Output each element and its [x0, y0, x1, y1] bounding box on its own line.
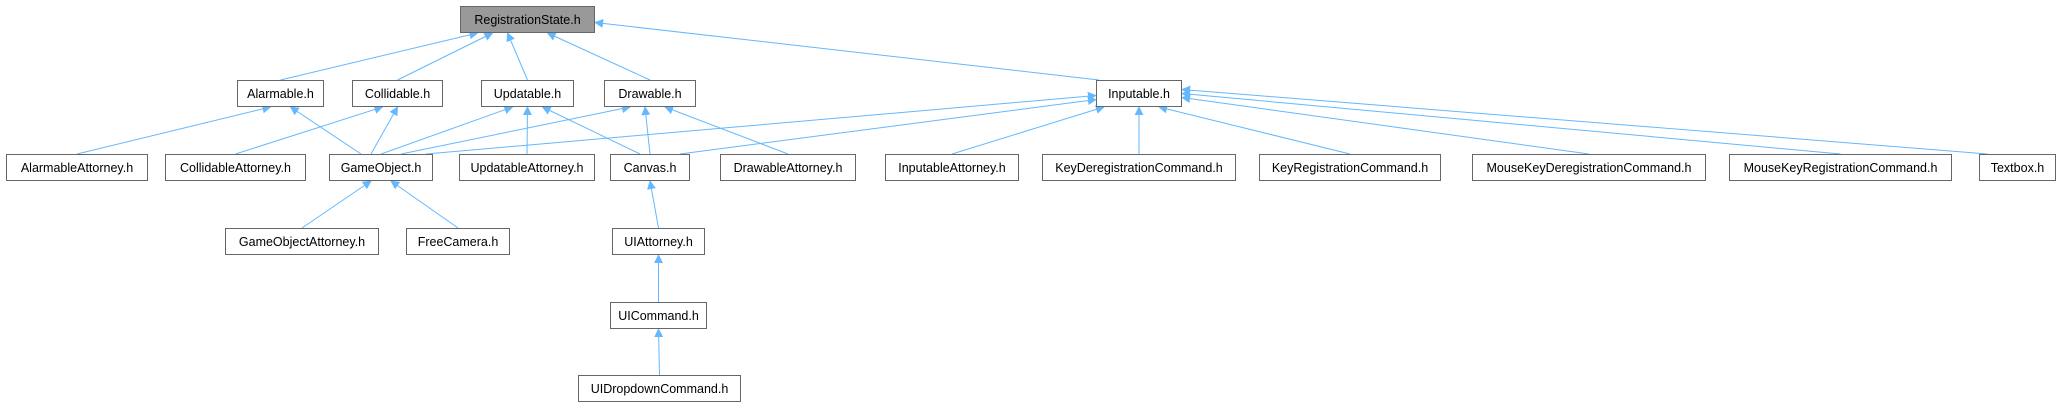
edge-alarmable-to-alarmattorney — [76, 104, 272, 155]
edge-updatable-to-gameobject — [380, 105, 514, 155]
node-drawable[interactable]: Drawable.h — [604, 80, 696, 107]
edge-inputable-to-textbox — [1181, 85, 1988, 155]
edge-gameobject-to-freecamera — [390, 180, 459, 229]
node-canvas[interactable]: Canvas.h — [610, 154, 690, 181]
node-alarmable-attorney[interactable]: AlarmableAttorney.h — [6, 154, 148, 181]
node-updatable[interactable]: Updatable.h — [481, 80, 574, 107]
edge-updatable-to-updattorney — [522, 106, 532, 155]
edge-root-to-drawable — [546, 32, 651, 81]
node-inputable-attorney[interactable]: InputableAttorney.h — [885, 154, 1019, 181]
node-mousekey-registration-command[interactable]: MouseKeyRegistrationCommand.h — [1729, 154, 1952, 181]
edge-root-to-collidable — [397, 32, 494, 81]
edge-inputable-to-canvas — [679, 96, 1097, 155]
node-gameobject[interactable]: GameObject.h — [329, 154, 433, 181]
node-mousekey-deregistration-command[interactable]: MouseKeyDeregistrationCommand.h — [1472, 154, 1706, 181]
node-free-camera[interactable]: FreeCamera.h — [406, 228, 510, 255]
node-ui-dropdown-command[interactable]: UIDropdownCommand.h — [578, 375, 741, 402]
node-key-deregistration-command[interactable]: KeyDeregistrationCommand.h — [1042, 154, 1236, 181]
node-alarmable[interactable]: Alarmable.h — [237, 80, 324, 107]
edge-drawable-to-drawattorney — [664, 105, 789, 155]
node-key-registration-command[interactable]: KeyRegistrationCommand.h — [1259, 154, 1441, 181]
edge-root-to-inputable — [594, 18, 1100, 81]
edge-alarmable-to-gameobject — [289, 106, 362, 155]
edge-drawable-to-canvas — [641, 106, 651, 155]
edge-root-to-alarmable — [280, 30, 479, 81]
node-collidable-attorney[interactable]: CollidableAttorney.h — [165, 154, 306, 181]
edge-collidable-to-collattorney — [235, 105, 384, 155]
edge-collidable-to-gameobject — [370, 106, 398, 155]
edge-inputable-to-mousereg — [1181, 89, 1841, 155]
node-updatable-attorney[interactable]: UpdatableAttorney.h — [459, 154, 595, 181]
edge-root-to-updatable — [506, 32, 528, 81]
node-drawable-attorney[interactable]: DrawableAttorney.h — [720, 154, 856, 181]
edge-canvas-to-uiattorney — [647, 180, 659, 229]
edge-updatable-to-canvas — [541, 106, 641, 155]
node-ui-attorney[interactable]: UIAttorney.h — [612, 228, 705, 255]
node-collidable[interactable]: Collidable.h — [352, 80, 443, 107]
edge-inputable-to-inputattorney — [951, 105, 1105, 155]
node-registration-state[interactable]: RegistrationState.h — [460, 6, 595, 33]
edge-inputable-to-mousedereg — [1181, 94, 1590, 155]
node-gameobject-attorney[interactable]: GameObjectAttorney.h — [225, 228, 379, 255]
edge-gameobject-to-goattorney — [301, 180, 372, 229]
node-inputable[interactable]: Inputable.h — [1096, 80, 1182, 107]
edge-inputable-to-keyreg — [1158, 104, 1351, 155]
node-ui-command[interactable]: UICommand.h — [610, 302, 707, 329]
edge-uicommand-to-uidropdown — [654, 328, 664, 376]
edge-drawable-to-gameobject — [400, 104, 631, 155]
node-textbox[interactable]: Textbox.h — [1979, 154, 2056, 181]
edge-inputable-to-gameobject — [425, 91, 1097, 155]
